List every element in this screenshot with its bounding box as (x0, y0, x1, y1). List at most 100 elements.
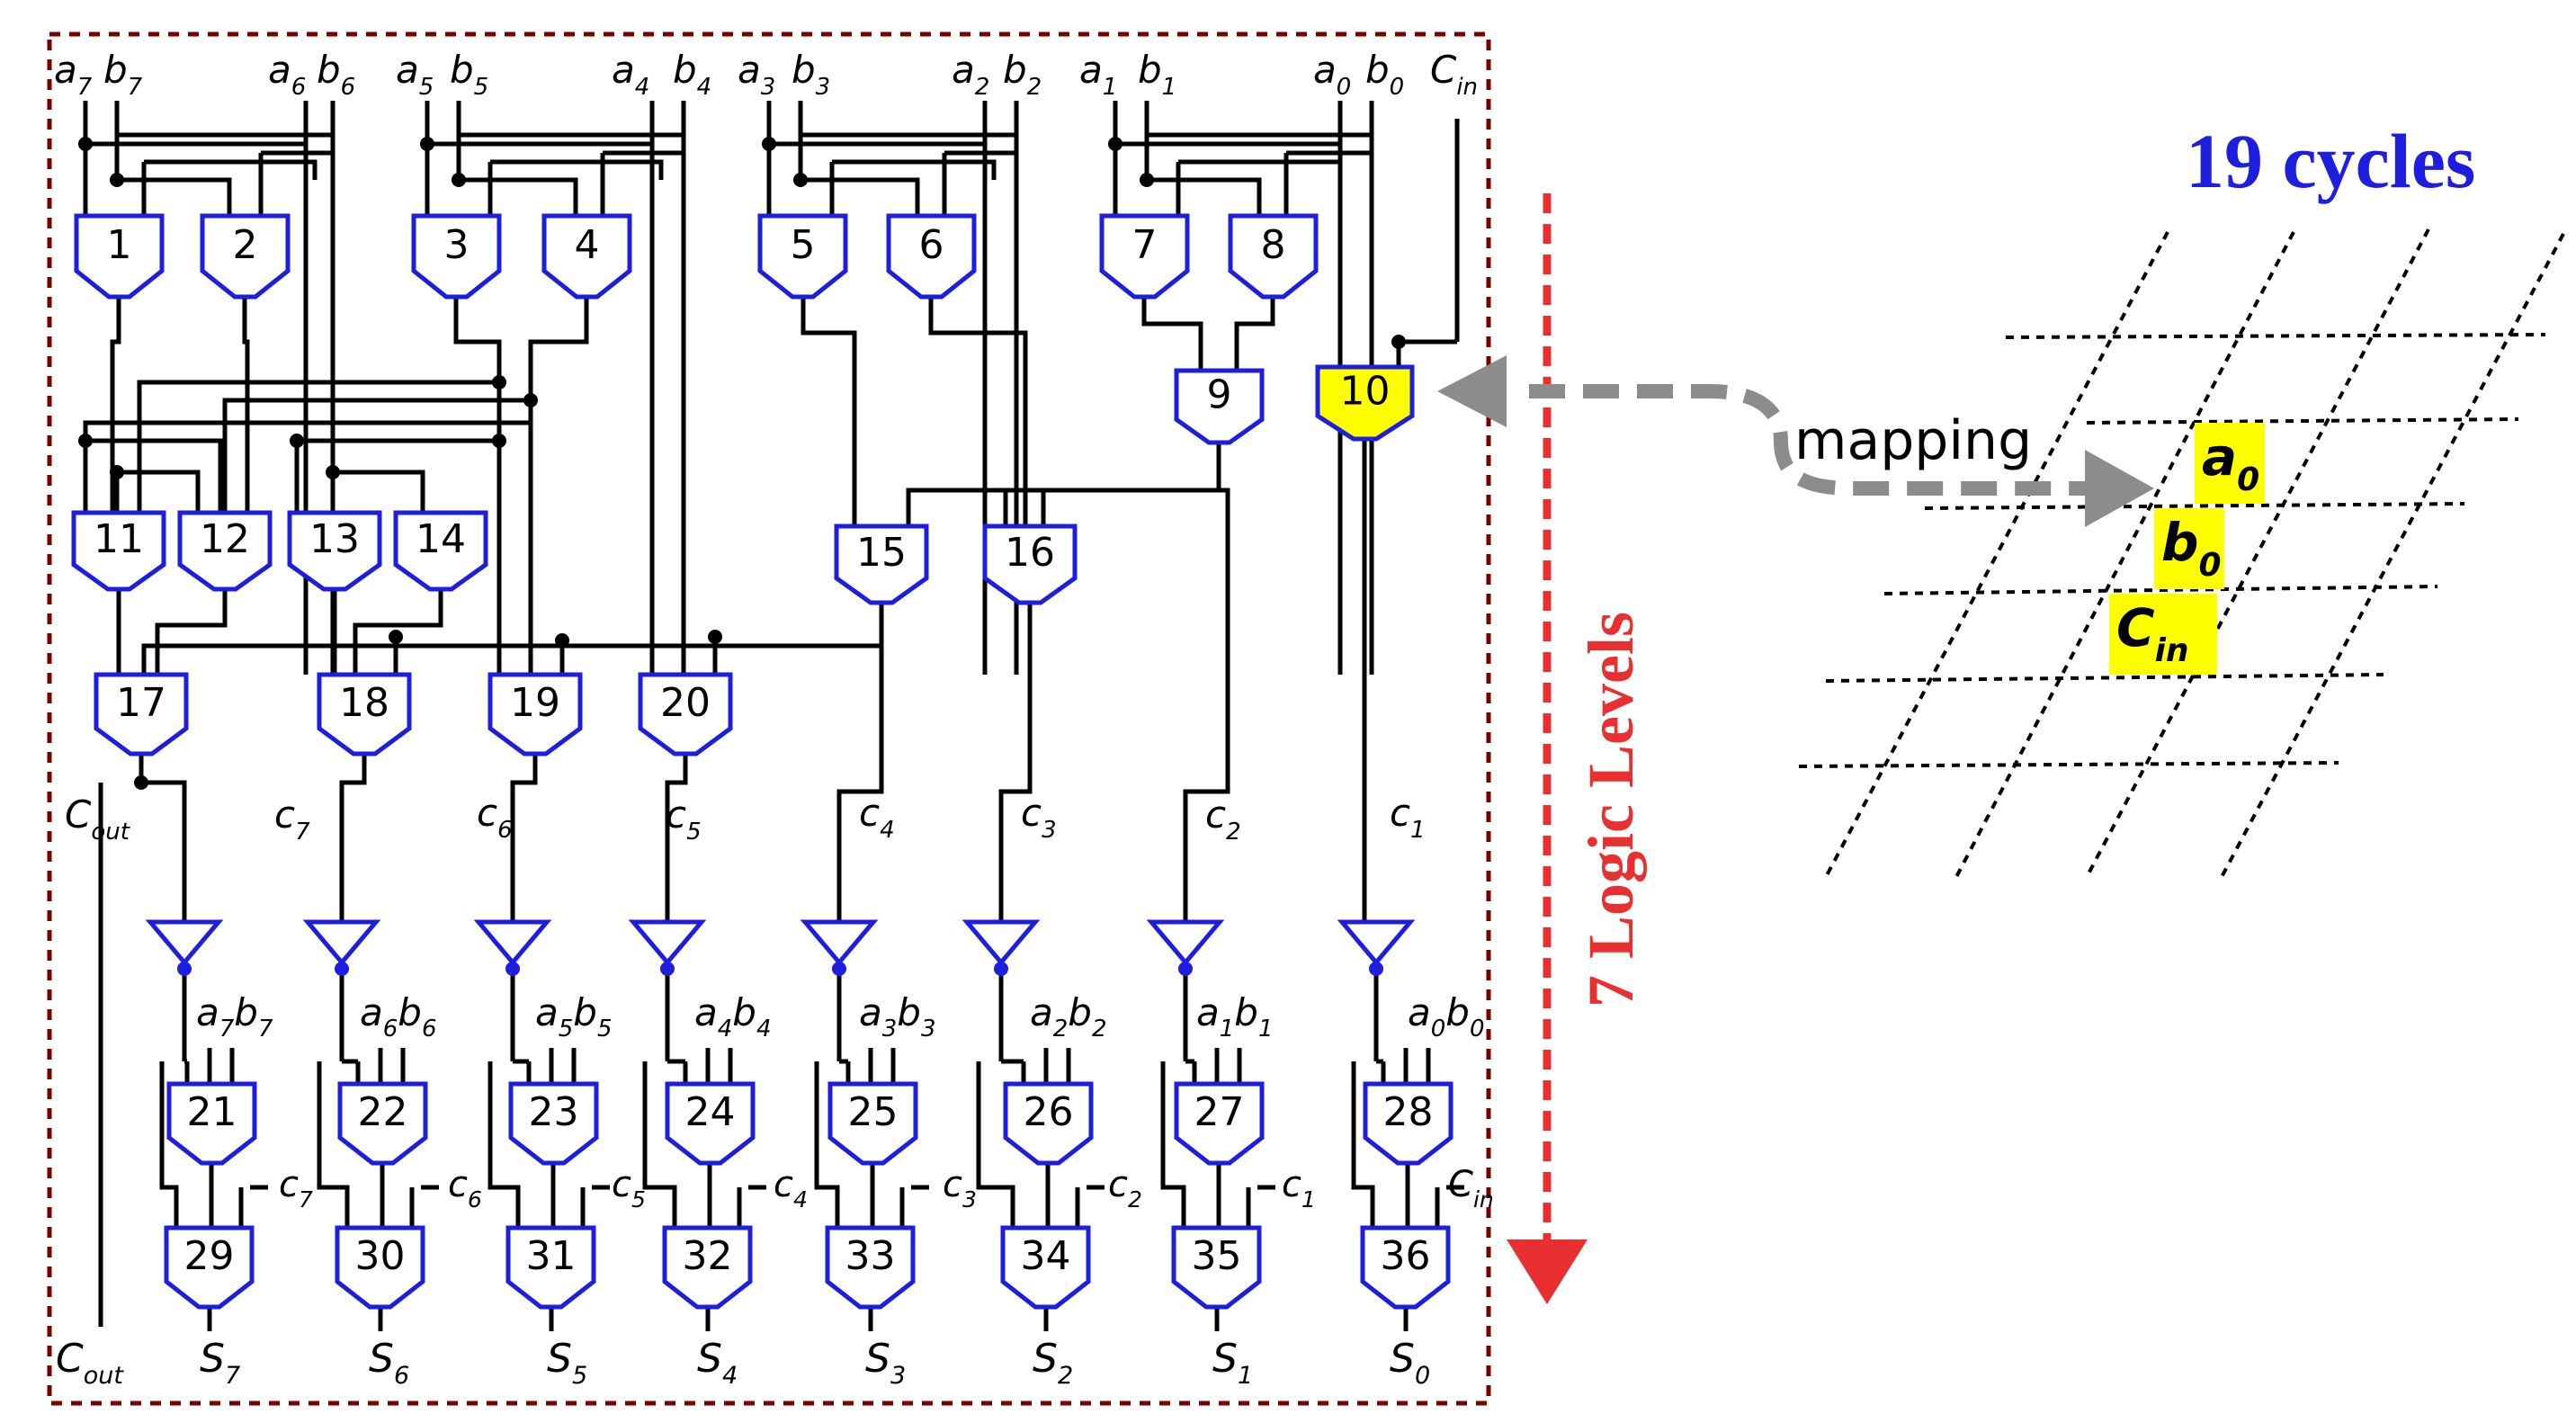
gate-label: 36 (1381, 1233, 1431, 1279)
input-label: b2 (1003, 48, 1042, 101)
gate-4: 4 (541, 213, 632, 300)
gate-label: 31 (526, 1233, 577, 1279)
mapped-input-b0: b0 (2154, 508, 2224, 589)
sum-label: S6 (369, 1336, 409, 1390)
gate-shape (1174, 368, 1265, 445)
gate-35: 35 (1171, 1225, 1262, 1310)
sum-carry-label: c5 (612, 1164, 646, 1213)
gate-shape (1000, 1225, 1091, 1310)
wire-layer (83, 101, 1464, 1331)
wire (110, 297, 121, 513)
gate-10: 10 (1315, 364, 1415, 442)
gate-25: 25 (827, 1081, 918, 1166)
gate-shape (1315, 364, 1415, 442)
logic-levels-arrow (1507, 193, 1588, 1304)
gate-shape (638, 672, 733, 756)
gate-shape (508, 1081, 599, 1166)
gate-shape (164, 1225, 255, 1310)
gate-label: 17 (116, 680, 166, 726)
gate-label: 20 (660, 680, 711, 726)
sum-carry-label: c7 (279, 1164, 313, 1213)
gate-3: 3 (411, 213, 502, 300)
junction-dot (452, 173, 466, 187)
carry-label: c6 (477, 791, 513, 844)
junction-dot (1108, 137, 1123, 151)
wire (998, 603, 1033, 922)
logic-levels-label: 7 Logic Levels (1575, 612, 1647, 1007)
sum-label: S1 (1212, 1336, 1253, 1390)
grid-column-line (2085, 228, 2430, 878)
grid-row-line (2005, 333, 2546, 339)
lower-input-label: a7b7 (196, 990, 273, 1043)
junction-dot (492, 434, 506, 448)
gate-shape (335, 1225, 425, 1310)
wire (906, 443, 1221, 526)
gate-shape (1171, 1225, 1262, 1310)
wire (836, 603, 884, 922)
mapped-input-a0: a0 (2195, 423, 2265, 504)
gate-shape (94, 672, 189, 756)
gate-shape (665, 1081, 756, 1166)
triangle-buffer-icon (628, 919, 707, 976)
gate-label: 28 (1383, 1089, 1434, 1135)
grid-column-line (1954, 231, 2295, 878)
input-label: b4 (673, 48, 711, 101)
wire (1178, 159, 1343, 180)
wire (159, 1061, 179, 1228)
gate-34: 34 (1000, 1225, 1091, 1310)
gate-label: 6 (919, 222, 944, 268)
mapped-input-label: b0 (2161, 512, 2222, 584)
wire (801, 177, 920, 216)
wire (1183, 488, 1230, 922)
wire (222, 398, 531, 513)
wire (928, 297, 1028, 526)
wire (976, 1061, 1015, 1228)
sum-carry-label: c4 (774, 1164, 808, 1213)
gate-17: 17 (94, 672, 189, 756)
wire (801, 297, 857, 526)
sum-label: S7 (200, 1336, 240, 1390)
wire (117, 470, 201, 513)
gate-23: 23 (508, 1081, 599, 1166)
carry-label: c7 (274, 792, 310, 846)
wire (294, 438, 499, 513)
input-label: b0 (1365, 48, 1404, 101)
lower-input-label: a0b0 (1408, 990, 1485, 1043)
gate-1: 1 (74, 213, 165, 300)
arrow-head-icon (1507, 1240, 1588, 1304)
junction-dot (78, 137, 93, 151)
grid-column-line (1824, 231, 2169, 878)
gate-16: 16 (982, 524, 1078, 605)
gate-label: 5 (791, 222, 816, 268)
gate-30: 30 (335, 1225, 425, 1310)
gate-label: 30 (355, 1233, 406, 1279)
gate-19: 19 (487, 672, 583, 756)
wire (487, 1061, 521, 1228)
gate-shape (1363, 1081, 1453, 1166)
junction-dot (762, 137, 776, 151)
junction-dot (110, 465, 124, 479)
gate-shape (1174, 1081, 1265, 1166)
gate-label: 22 (358, 1089, 408, 1135)
gate-label: 11 (94, 516, 144, 562)
wire (353, 589, 443, 675)
gate-shape (393, 510, 488, 592)
junction-dot (389, 630, 403, 644)
buffer-layer (145, 919, 1416, 976)
mapping-arrow (1437, 355, 2154, 527)
junction-dot (326, 465, 340, 479)
junction-dot (78, 434, 93, 448)
gate-label: 21 (187, 1089, 237, 1135)
lower-input-label: a5b5 (535, 990, 613, 1043)
gate-26: 26 (1003, 1081, 1094, 1166)
gate-shape (1099, 213, 1190, 300)
wire (459, 177, 578, 216)
gate-label: 10 (1340, 369, 1391, 415)
wire (155, 589, 228, 675)
input-label: a3 (738, 48, 775, 101)
gate-label: 16 (1005, 530, 1055, 576)
wire (1141, 297, 1203, 371)
